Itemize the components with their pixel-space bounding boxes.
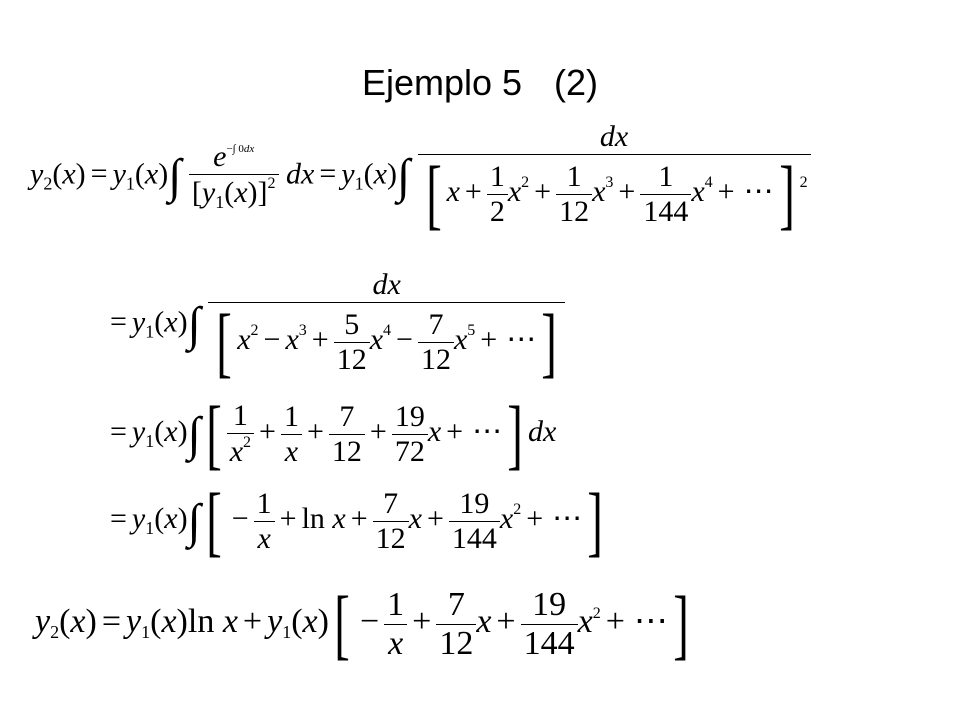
- slide-title-number: (2): [554, 62, 599, 103]
- slide-title-text: Ejemplo 5: [361, 62, 523, 103]
- equation-line-1: y2(x)=y1(x)∫ e−∫ 0dx [y1(x)]2 dx=y1(x)∫ …: [30, 120, 811, 233]
- fraction-exp-over-y1: e−∫ 0dx [y1(x)]2: [188, 140, 279, 213]
- slide-title: Ejemplo 5 (2): [0, 62, 960, 104]
